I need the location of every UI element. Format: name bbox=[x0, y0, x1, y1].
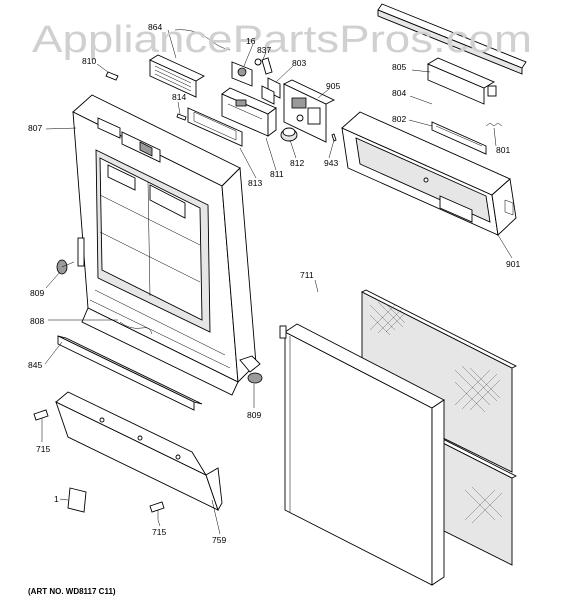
part-814-screw bbox=[176, 113, 187, 121]
callout-809-right: 809 bbox=[247, 410, 261, 420]
part-845-bottom-trim bbox=[57, 335, 203, 411]
callout-759: 759 bbox=[212, 535, 226, 545]
part-810-screw bbox=[105, 71, 119, 81]
callout-labels: 864 16 837 810 803 905 805 804 802 801 8… bbox=[28, 22, 520, 545]
part-813-gasket bbox=[187, 107, 243, 147]
callout-803: 803 bbox=[292, 58, 306, 68]
callout-805: 805 bbox=[392, 62, 406, 72]
callout-802: 802 bbox=[392, 114, 406, 124]
part-804-bracket bbox=[427, 57, 497, 105]
part-1-label-card bbox=[67, 487, 87, 513]
callout-711: 711 bbox=[300, 270, 314, 280]
part-803-bracket bbox=[261, 77, 281, 105]
part-943-screw bbox=[331, 133, 337, 142]
callout-901: 901 bbox=[506, 259, 520, 269]
callout-715-left: 715 bbox=[36, 444, 50, 454]
callout-16: 16 bbox=[246, 36, 256, 46]
watermark: AppliancePartsPros.com bbox=[32, 19, 532, 61]
callout-845: 845 bbox=[28, 360, 42, 370]
art-number: (ART NO. WD8117 C11) bbox=[28, 587, 116, 596]
part-805-top-rail bbox=[377, 3, 527, 75]
part-801-spring bbox=[485, 122, 503, 127]
part-809-foot-right bbox=[247, 372, 263, 384]
callout-809-left: 809 bbox=[30, 288, 44, 298]
part-715-screw-bottom bbox=[149, 501, 165, 520]
callout-1: 1 bbox=[54, 494, 59, 504]
part-901-control-panel bbox=[341, 111, 517, 236]
callout-811: 811 bbox=[270, 169, 284, 179]
part-905-control-board bbox=[282, 79, 336, 143]
callout-837: 837 bbox=[257, 45, 271, 55]
callout-715-bottom: 715 bbox=[152, 527, 166, 537]
part-812-knob bbox=[280, 127, 298, 142]
part-715-screw-left bbox=[33, 409, 49, 432]
callout-943: 943 bbox=[324, 158, 338, 168]
callout-814: 814 bbox=[172, 92, 186, 102]
part-802-light-pipe bbox=[431, 121, 487, 155]
part-809-foot-left bbox=[56, 259, 75, 275]
part-807-inner-door-frame bbox=[72, 94, 261, 396]
callout-801: 801 bbox=[496, 145, 510, 155]
part-759-toe-kick bbox=[55, 391, 223, 512]
callout-810: 810 bbox=[82, 56, 96, 66]
callout-807: 807 bbox=[28, 123, 42, 133]
callout-808: 808 bbox=[30, 316, 44, 326]
callout-905: 905 bbox=[326, 81, 340, 91]
part-16-switch-assembly bbox=[231, 57, 273, 87]
part-864-vent-grille bbox=[149, 29, 231, 98]
leader-lines bbox=[41, 29, 513, 535]
callout-813: 813 bbox=[248, 178, 262, 188]
part-711-outer-door-panel bbox=[279, 289, 518, 586]
callout-812: 812 bbox=[290, 158, 304, 168]
callout-804: 804 bbox=[392, 88, 406, 98]
callout-864: 864 bbox=[148, 22, 162, 32]
part-811-control-housing bbox=[221, 87, 277, 137]
